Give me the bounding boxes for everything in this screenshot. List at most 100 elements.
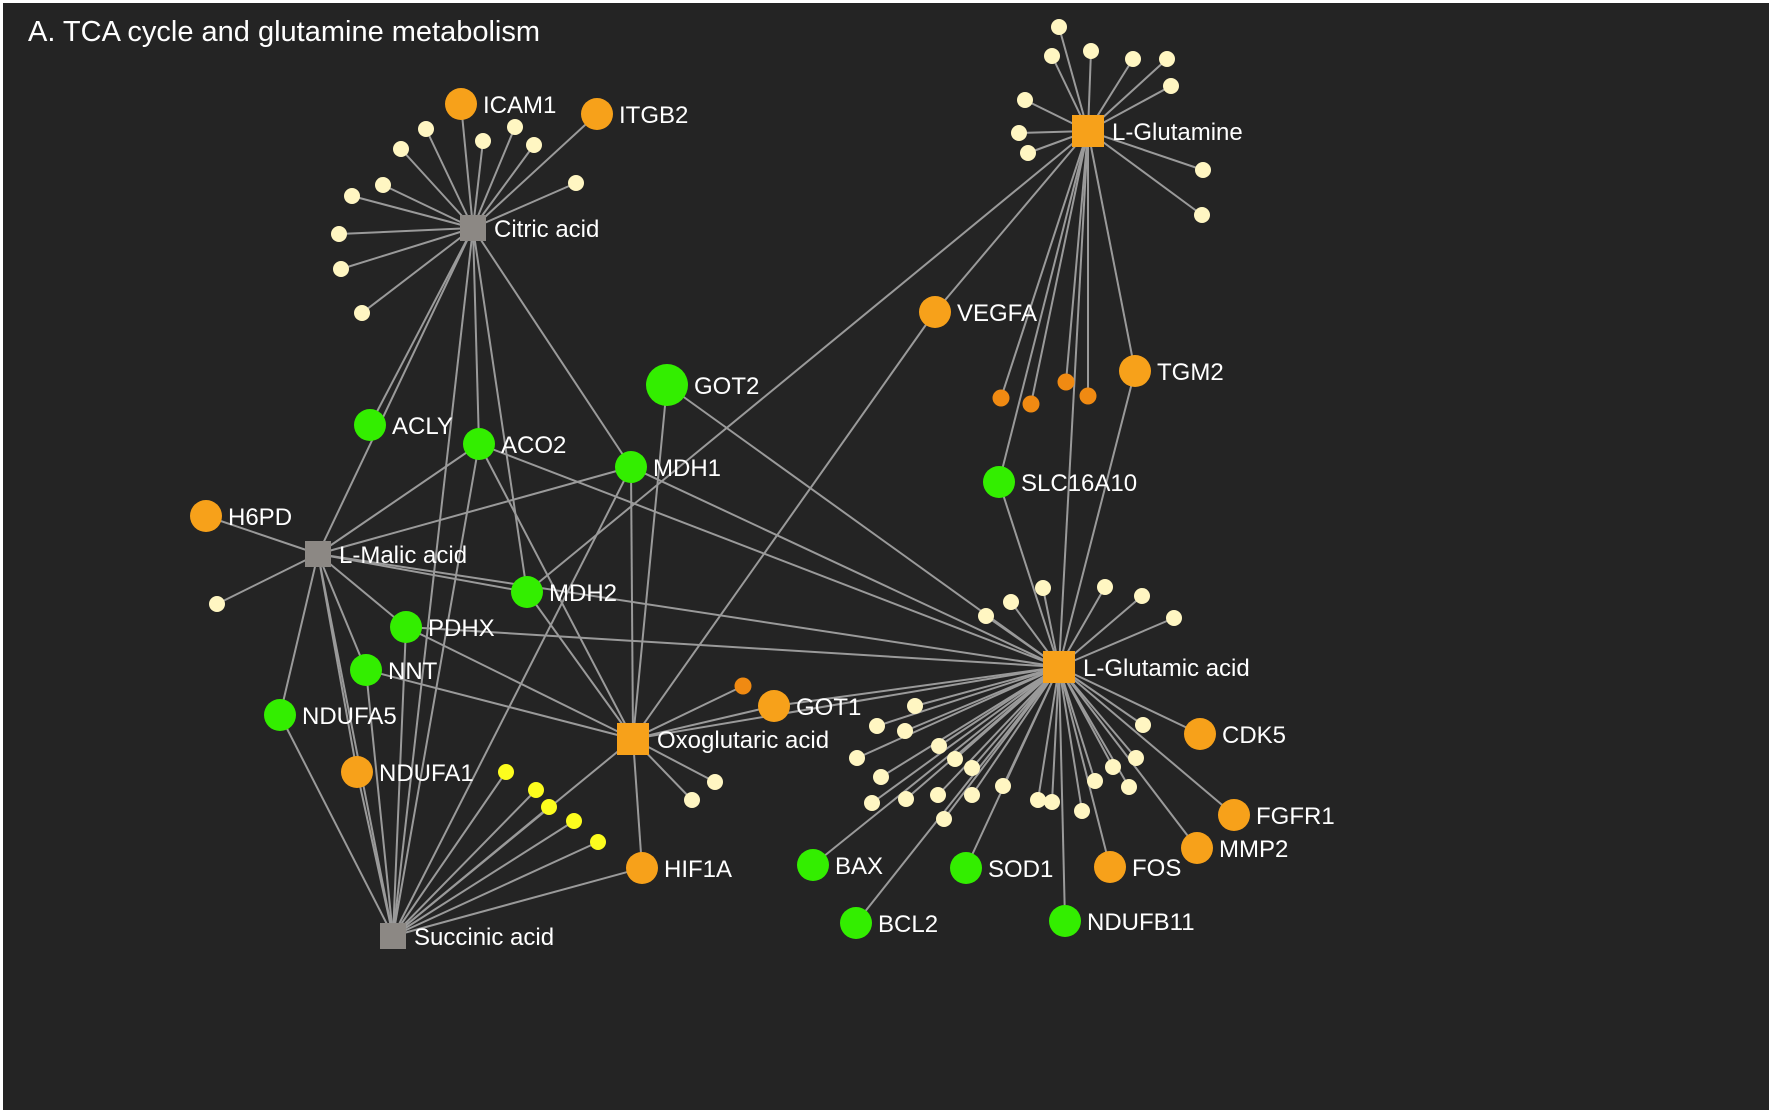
leaf-node[interactable]	[1105, 759, 1121, 775]
gene-node-bcl2[interactable]: BCL2	[840, 907, 938, 939]
leaf-node[interactable]	[1079, 387, 1097, 405]
edge-oxo-glu	[632, 666, 1060, 740]
gene-node-bax[interactable]: BAX	[797, 849, 883, 881]
leaf-node[interactable]	[1135, 717, 1151, 733]
leaf-node[interactable]	[1044, 794, 1060, 810]
leaf-node[interactable]	[1159, 51, 1175, 67]
gene-node-mdh1[interactable]: MDH1	[615, 451, 721, 483]
leaf-node[interactable]	[1044, 48, 1060, 64]
metabolite-node-glu[interactable]: L-Glutamic acid	[1043, 651, 1250, 683]
leaf-node[interactable]	[907, 698, 923, 714]
leaf-node[interactable]	[475, 133, 491, 149]
gene-node-itgb2[interactable]: ITGB2	[581, 98, 688, 130]
leaf-node[interactable]	[1087, 773, 1103, 789]
leaf-node[interactable]	[898, 791, 914, 807]
leaf-node[interactable]	[1017, 92, 1033, 108]
metabolite-node-oxo[interactable]: Oxoglutaric acid	[617, 723, 829, 755]
leaf-node[interactable]	[1022, 395, 1040, 413]
leaf-node[interactable]	[590, 834, 606, 850]
leaf-node[interactable]	[1134, 588, 1150, 604]
leaf-node[interactable]	[1020, 145, 1036, 161]
leaf-node[interactable]	[964, 787, 980, 803]
leaf-node[interactable]	[566, 813, 582, 829]
gene-node-ndufb11[interactable]: NDUFB11	[1049, 905, 1195, 937]
leaf-node[interactable]	[873, 769, 889, 785]
metabolite-square	[1043, 651, 1075, 683]
leaf-node[interactable]	[418, 121, 434, 137]
gene-node-sod1[interactable]: SOD1	[950, 852, 1053, 884]
leaf-node[interactable]	[1083, 43, 1099, 59]
leaf-node[interactable]	[707, 774, 723, 790]
leaf-node[interactable]	[1163, 78, 1179, 94]
gene-node-h6pd[interactable]: H6PD	[190, 500, 292, 532]
gene-node-acly[interactable]: ACLY	[354, 409, 453, 441]
leaf-node[interactable]	[1011, 125, 1027, 141]
gene-node-ndufa5[interactable]: NDUFA5	[264, 699, 397, 731]
leaf-node[interactable]	[375, 177, 391, 193]
gene-node-aco2[interactable]: ACO2	[463, 428, 566, 460]
gene-node-cdk5[interactable]: CDK5	[1184, 718, 1286, 750]
leaf-node[interactable]	[1195, 162, 1211, 178]
metabolite-node-citric[interactable]: Citric acid	[460, 215, 599, 243]
leaf-node[interactable]	[331, 226, 347, 242]
leaf-node[interactable]	[498, 764, 514, 780]
leaf-node[interactable]	[568, 175, 584, 191]
leaf-node[interactable]	[992, 389, 1010, 407]
leaf-node[interactable]	[1097, 579, 1113, 595]
leaf-node[interactable]	[528, 782, 544, 798]
leaf-node[interactable]	[1003, 594, 1019, 610]
leaf-node[interactable]	[1121, 779, 1137, 795]
gene-node-tgm2[interactable]: TGM2	[1119, 355, 1224, 387]
leaf-node[interactable]	[931, 738, 947, 754]
metabolite-node-gln[interactable]: L-Glutamine	[1072, 115, 1243, 147]
gene-node-icam1[interactable]: ICAM1	[445, 88, 556, 120]
gene-node-got1[interactable]: GOT1	[758, 690, 861, 722]
edge-glu-cdk5	[1058, 666, 1201, 735]
leaf-node[interactable]	[734, 677, 752, 695]
leaf-node[interactable]	[1125, 51, 1141, 67]
leaf-node[interactable]	[869, 718, 885, 734]
leaf-node[interactable]	[930, 787, 946, 803]
leaf-node[interactable]	[393, 141, 409, 157]
metabolite-node-malic[interactable]: L-Malic acid	[305, 541, 467, 569]
leaf-node[interactable]	[995, 778, 1011, 794]
gene-node-pdhx[interactable]: PDHX	[390, 611, 495, 643]
gene-node-mdh2[interactable]: MDH2	[511, 576, 617, 608]
edge-glu-mmp2	[1058, 666, 1198, 849]
leaf-node[interactable]	[344, 188, 360, 204]
gene-node-fgfr1[interactable]: FGFR1	[1218, 799, 1335, 831]
leaf-node[interactable]	[947, 751, 963, 767]
gene-node-nnt[interactable]: NNT	[350, 654, 438, 686]
gene-node-mmp2[interactable]: MMP2	[1181, 832, 1288, 864]
leaf-node[interactable]	[209, 596, 225, 612]
leaf-node[interactable]	[333, 261, 349, 277]
gene-node-slc16a10[interactable]: SLC16A10	[983, 466, 1137, 498]
leaf-node[interactable]	[1128, 750, 1144, 766]
leaf-node[interactable]	[1051, 19, 1067, 35]
leaf-node[interactable]	[507, 119, 523, 135]
leaf-node[interactable]	[936, 811, 952, 827]
leaf-node[interactable]	[978, 608, 994, 624]
gene-node-ndufa1[interactable]: NDUFA1	[341, 756, 474, 788]
leaf-node[interactable]	[864, 795, 880, 811]
leaf-node[interactable]	[897, 723, 913, 739]
leaf-node[interactable]	[1166, 610, 1182, 626]
leaf-node[interactable]	[1074, 803, 1090, 819]
gene-node-got2[interactable]: GOT2	[646, 364, 759, 406]
leaf-node[interactable]	[1194, 207, 1210, 223]
edge-gln-vegfa	[934, 130, 1089, 313]
leaf-node[interactable]	[526, 137, 542, 153]
leaf-node[interactable]	[354, 305, 370, 321]
leaf-node[interactable]	[684, 792, 700, 808]
leaf-node[interactable]	[1035, 580, 1051, 596]
metabolite-node-succinic[interactable]: Succinic acid	[380, 923, 554, 951]
leaf-node[interactable]	[1030, 792, 1046, 808]
gene-node-hif1a[interactable]: HIF1A	[626, 852, 732, 884]
leaf-node[interactable]	[849, 750, 865, 766]
leaf-node[interactable]	[541, 799, 557, 815]
gene-node-fos[interactable]: FOS	[1094, 851, 1181, 883]
edge-glu-leaf	[1037, 666, 1060, 801]
leaf-node[interactable]	[1057, 373, 1075, 391]
gene-node-vegfa[interactable]: VEGFA	[919, 296, 1037, 328]
leaf-node[interactable]	[964, 760, 980, 776]
